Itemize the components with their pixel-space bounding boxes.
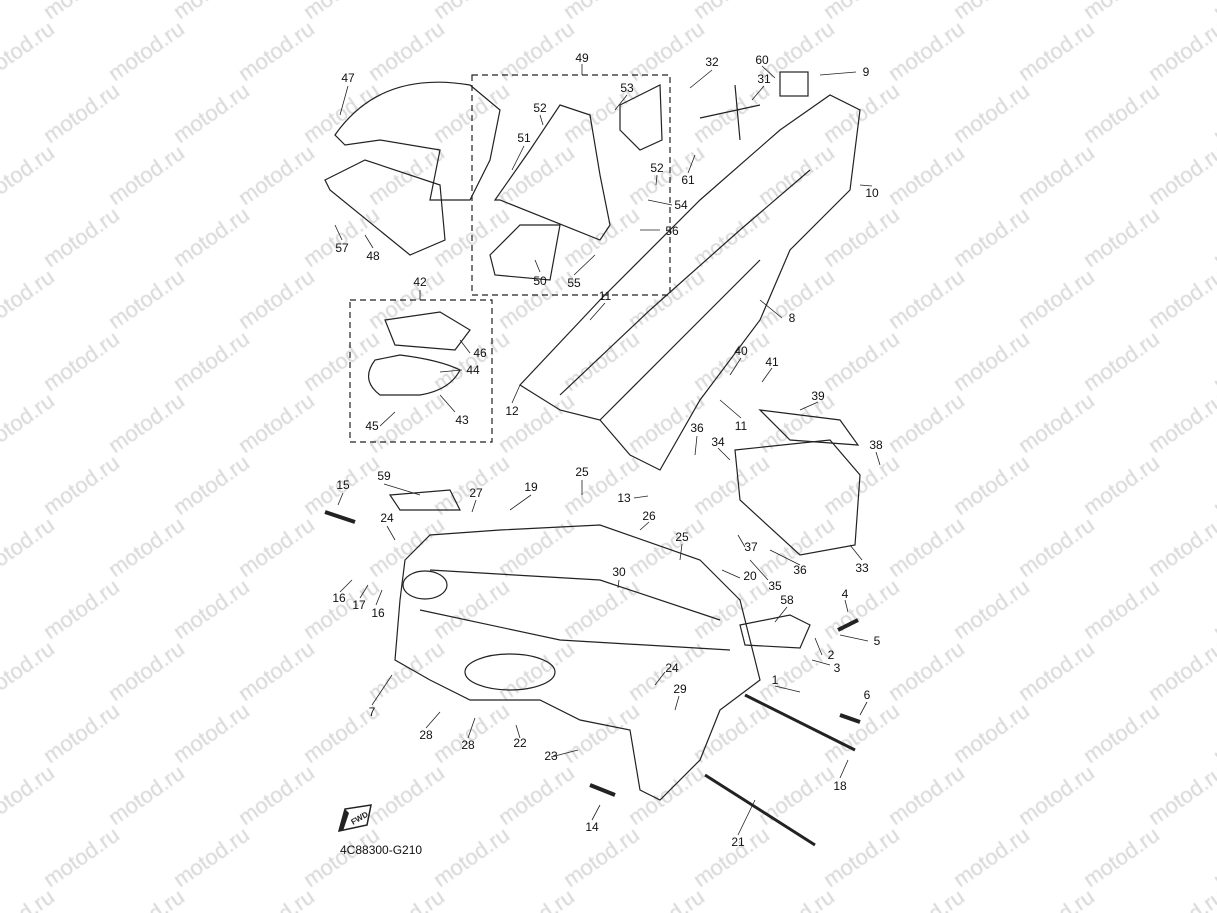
label-55: 55 [567, 276, 581, 290]
group-42-box [349, 299, 493, 443]
label-57: 57 [335, 241, 349, 255]
label-48: 48 [366, 249, 380, 263]
label-47: 47 [341, 71, 355, 85]
label-60: 60 [755, 53, 769, 67]
label-52: 52 [650, 161, 664, 175]
diagram-code: 4C88300-G210 [340, 843, 423, 857]
label-1: 1 [771, 673, 779, 687]
label-40: 40 [734, 344, 748, 358]
label-25: 25 [575, 465, 589, 479]
steering-head [402, 570, 448, 600]
label-29: 29 [673, 682, 687, 696]
label-12: 12 [505, 404, 519, 418]
label-6: 6 [863, 688, 871, 702]
label-32: 32 [705, 55, 719, 69]
label-34: 34 [711, 435, 725, 449]
label-11: 11 [598, 289, 612, 303]
label-52: 52 [533, 101, 547, 115]
part-51-bracket [493, 104, 611, 241]
part-14-bolt [589, 783, 616, 797]
label-14: 14 [585, 820, 599, 834]
label-20: 20 [743, 569, 757, 583]
label-45: 45 [365, 419, 379, 433]
label-41: 41 [765, 355, 779, 369]
label-22: 22 [513, 736, 527, 750]
label-15: 15 [336, 478, 350, 492]
label-30: 30 [612, 565, 626, 579]
label-44: 44 [466, 363, 480, 377]
part-43-harness [368, 354, 461, 396]
label-56: 56 [665, 224, 679, 238]
frame-opening [464, 653, 556, 691]
label-2: 2 [827, 648, 835, 662]
part-18-shaft [744, 693, 856, 752]
label-24: 24 [665, 661, 679, 675]
label-27: 27 [469, 486, 483, 500]
group-49-box [471, 74, 671, 296]
label-39: 39 [811, 389, 825, 403]
label-37: 37 [744, 540, 758, 554]
label-46: 46 [473, 346, 487, 360]
label-10: 10 [865, 186, 879, 200]
part-33-box [734, 439, 861, 556]
label-3: 3 [833, 661, 841, 675]
label-54: 54 [674, 198, 688, 212]
label-58: 58 [780, 593, 794, 607]
part-48-cover [324, 159, 446, 256]
label-21: 21 [731, 835, 745, 849]
label-53: 53 [620, 81, 634, 95]
part-8-rear-frame [519, 94, 861, 471]
label-50: 50 [533, 274, 547, 288]
label-42: 42 [413, 275, 427, 289]
main-frame [394, 524, 761, 801]
label-31: 31 [757, 72, 771, 86]
part-50-plate [489, 224, 561, 281]
part-31-bracket [699, 84, 761, 141]
label-13: 13 [617, 491, 631, 505]
part-21-shaft [704, 773, 816, 847]
label-35: 35 [768, 579, 782, 593]
label-19: 19 [524, 480, 538, 494]
part-6-bolt [839, 713, 861, 724]
label-7: 7 [368, 705, 376, 719]
label-49: 49 [575, 51, 589, 65]
part-4-bolt [837, 618, 859, 632]
label-11: 11 [734, 419, 748, 433]
label-8: 8 [788, 311, 796, 325]
part-46-cover [384, 311, 471, 351]
label-17: 17 [352, 598, 366, 612]
label-16: 16 [332, 591, 346, 605]
label-36: 36 [690, 421, 704, 435]
label-23: 23 [544, 749, 558, 763]
label-61: 61 [681, 173, 695, 187]
label-26: 26 [642, 509, 656, 523]
label-28: 28 [461, 738, 475, 752]
part-60-pad [779, 71, 809, 97]
label-4: 4 [841, 587, 849, 601]
part-59-cover [388, 489, 461, 511]
fwd-arrow-icon: FWD [337, 804, 372, 832]
label-36: 36 [793, 563, 807, 577]
label-59: 59 [377, 469, 391, 483]
part-39-cover [758, 409, 860, 446]
part-47-rear-cowl [334, 81, 501, 201]
label-38: 38 [869, 438, 883, 452]
label-18: 18 [833, 779, 847, 793]
part-58-cover [739, 614, 811, 649]
label-28: 28 [419, 728, 433, 742]
label-5: 5 [873, 634, 881, 648]
label-33: 33 [855, 561, 869, 575]
label-51: 51 [517, 131, 531, 145]
part-53-plate [619, 84, 663, 151]
label-25: 25 [675, 530, 689, 544]
label-9: 9 [862, 65, 870, 79]
label-16: 16 [371, 606, 385, 620]
label-43: 43 [455, 413, 469, 427]
label-24: 24 [380, 511, 394, 525]
part-15-bolt [324, 510, 356, 524]
